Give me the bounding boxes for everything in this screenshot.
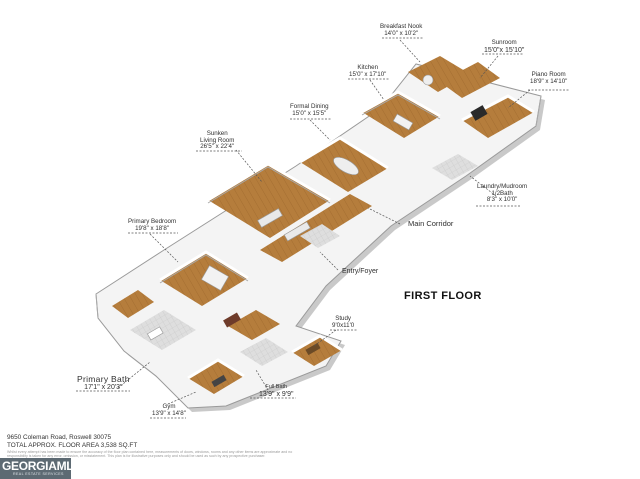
room-name: Main Corridor — [408, 219, 454, 228]
property-address: 9650 Coleman Road, Roswell 30075 — [7, 434, 112, 441]
room-label-study: Study 9'0x11'0 — [332, 315, 355, 329]
label-underlines — [76, 37, 570, 419]
room-label-primary-bath: Primary Bath 17'1" x 20'3" — [77, 375, 130, 391]
piano-room-floor — [462, 96, 534, 138]
sofa — [257, 208, 283, 228]
room-name-line2: Living Room — [200, 136, 235, 144]
laundry-floor — [432, 154, 478, 180]
room-label-laundry-mudroom: Laundry/Mudroom 1/2Bath 8'3" x 10'0" — [477, 183, 528, 204]
bed — [201, 265, 229, 291]
room-name: Piano Room — [531, 71, 566, 78]
room-label-sunken-living-room: Sunken Living Room 26'5" x 22'4" — [200, 130, 235, 151]
disclaimer: Whilst every attempt has been made to en… — [7, 450, 293, 459]
room-dimensions: 17'1" x 20'3" — [84, 383, 123, 391]
desk — [305, 342, 321, 356]
room-label-gym: Gym 13'9" x 14'8" — [152, 403, 186, 417]
room-label-piano-room: Piano Room 18'9" x 14'10" — [530, 71, 568, 85]
dining-table — [333, 156, 359, 176]
room-name: Laundry/Mudroom — [477, 183, 528, 190]
room-name: Primary Bath — [77, 374, 130, 384]
foyer-floor — [300, 224, 340, 248]
room-name: Sunken — [206, 130, 228, 137]
room-dimensions: 18'9" x 14'10" — [530, 77, 568, 85]
room-label-formal-dining: Formal Dining 15'0" x 15'5" — [290, 103, 329, 117]
room-name: Primary Bedroom — [128, 218, 177, 225]
sunroom-floor — [440, 62, 500, 98]
room-name-line2: 1/2Bath — [491, 189, 513, 197]
full-bath-floor — [240, 338, 288, 366]
room-dimensions: 13'9" x 9'9" — [259, 390, 294, 398]
room-dimensions: 13'9" x 14'8" — [152, 409, 186, 417]
room-label-sunroom: Sunroom 15'0"x 15'10" — [484, 39, 525, 54]
room-name: Sunroom — [491, 39, 517, 46]
logo-subtext: REAL ESTATE SERVICES — [13, 472, 64, 476]
room-dimensions: 9'0x11'0 — [332, 321, 355, 329]
room-dimensions: 15'0" x 15'5" — [292, 109, 327, 117]
bathtub — [147, 326, 164, 341]
breakfast-nook-floor — [408, 56, 470, 92]
room-name: Formal Dining — [290, 103, 329, 110]
hall-floor — [228, 310, 280, 340]
room-dimensions: 15'0" x 17'10" — [349, 70, 387, 78]
gym-equipment — [211, 374, 227, 388]
georgia-mls-logo — [0, 458, 71, 479]
room-name: Gym — [162, 403, 176, 410]
room-dimensions: 8'3" x 10'0" — [486, 196, 518, 203]
room-label-kitchen: Kitchen 15'0" x 17'10" — [349, 64, 387, 78]
room-name: Full Bath — [265, 384, 288, 390]
tiled-floors — [130, 154, 478, 366]
entry-rug — [223, 312, 241, 328]
leader-lines — [117, 39, 531, 405]
room-dimensions: 15'0"x 15'10" — [484, 46, 525, 54]
sofa — [283, 221, 311, 242]
logo-text: GEORGIAMLS — [2, 459, 82, 473]
room-dimensions: 19'8" x 18'8" — [135, 224, 170, 232]
room-name: Kitchen — [357, 64, 379, 71]
wall-shading — [95, 94, 542, 319]
floor-title: FIRST FLOOR — [404, 290, 482, 302]
room-name: Breakfast Nook — [380, 23, 423, 30]
piano — [470, 105, 488, 121]
room-label-main-corridor: Main Corridor — [408, 220, 453, 228]
room-label-breakfast-nook: Breakfast Nook 14'0" x 10'2" — [380, 23, 423, 37]
nook-table — [422, 74, 434, 86]
kitchen-floor — [362, 92, 440, 138]
room-label-entry-foyer: Entry/Foyer — [342, 268, 378, 275]
room-label-primary-bedroom: Primary Bedroom 19'8" x 18'8" — [128, 218, 177, 232]
room-dimensions: 26'5" x 22'4" — [200, 143, 235, 150]
room-name: Entry/Foyer — [342, 268, 379, 275]
furniture — [147, 74, 488, 388]
closet-floor — [112, 290, 154, 318]
room-dimensions: 14'0" x 10'2" — [384, 29, 419, 37]
room-name: Study — [335, 315, 352, 322]
total-floor-area: TOTAL APPROX. FLOOR AREA 3,538 SQ.FT — [7, 442, 138, 449]
primary-bath-floor — [130, 310, 196, 350]
kitchen-island — [392, 113, 414, 131]
room-label-full-bath: Full Bath 13'9" x 9'9" — [259, 384, 294, 398]
